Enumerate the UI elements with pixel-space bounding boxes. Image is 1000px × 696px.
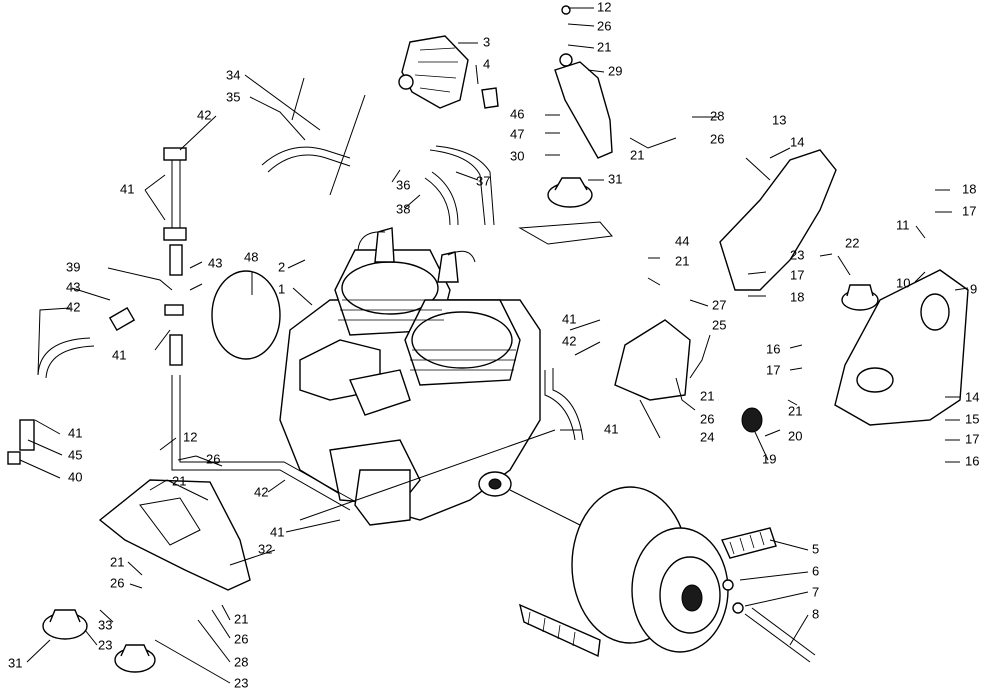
engine-assembly [279, 227, 541, 526]
part-3-bracket [398, 35, 499, 109]
part-24-bracket [614, 319, 691, 401]
callout-41-left-mid: 41 [112, 347, 126, 362]
callout-12-lower: 12 [183, 429, 197, 444]
callout-29: 29 [608, 63, 622, 78]
callout-21-upper: 21 [630, 147, 644, 162]
part-9-chaincase-bracket [834, 269, 969, 426]
callout-35: 35 [226, 89, 240, 104]
callout-21-right: 21 [788, 403, 802, 418]
callout-36: 36 [396, 177, 410, 192]
part-48-disc [211, 270, 281, 360]
part-29-bracket [554, 61, 613, 159]
callout-17-right-upper: 17 [962, 203, 976, 218]
callout-37: 37 [476, 173, 490, 188]
callout-43-left: 43 [66, 279, 80, 294]
callout-26-top: 26 [597, 18, 611, 33]
callout-19: 19 [762, 451, 776, 466]
callout-42-mid: 42 [562, 333, 576, 348]
callout-42-lower: 42 [254, 484, 268, 499]
callout-23-bottom-left: 23 [98, 637, 112, 652]
part-22-mount [841, 284, 879, 311]
callout-21-lower: 21 [172, 473, 186, 488]
callout-18-right: 18 [962, 181, 976, 196]
callout-32: 32 [258, 541, 272, 556]
callout-labels: 12 26 21 29 3 4 34 35 42 41 46 47 30 28 … [8, 0, 979, 690]
callout-41-upper: 41 [120, 181, 134, 196]
callout-6: 6 [812, 563, 819, 578]
callout-30: 30 [510, 148, 524, 163]
callout-2: 2 [278, 259, 285, 274]
callout-24: 24 [700, 429, 714, 444]
part-31-mount-lower [42, 609, 156, 673]
callout-13: 13 [772, 112, 786, 127]
callout-41-lower: 41 [270, 524, 284, 539]
callout-41-left: 41 [68, 425, 82, 440]
callout-47: 47 [510, 126, 524, 141]
callout-17-right-lower: 17 [965, 431, 979, 446]
hose-lines [37, 145, 584, 511]
callout-26-bottom: 26 [234, 631, 248, 646]
callout-48: 48 [244, 249, 258, 264]
small-hardware [7, 5, 816, 663]
callout-21-bottom-left: 21 [110, 554, 124, 569]
callout-23-mid: 23 [790, 247, 804, 262]
callout-39: 39 [66, 259, 80, 274]
callout-8: 8 [812, 606, 819, 621]
callout-18-mid: 18 [790, 289, 804, 304]
callout-21-mid: 21 [675, 253, 689, 268]
leader-lines [19, 7, 969, 684]
callout-42-left: 42 [66, 299, 80, 314]
callout-14-lower: 14 [965, 389, 979, 404]
callout-12-top: 12 [597, 0, 611, 14]
callout-16-right: 16 [965, 453, 979, 468]
callout-26-bottom-left: 26 [110, 575, 124, 590]
callout-3: 3 [483, 34, 490, 49]
callout-27: 27 [712, 297, 726, 312]
callout-40: 40 [68, 469, 82, 484]
part-32-mount-plate [98, 479, 251, 591]
callout-26-lower: 26 [206, 451, 220, 466]
callout-26-upper: 26 [710, 131, 724, 146]
callout-44: 44 [675, 233, 689, 248]
callout-31-upper: 31 [608, 171, 622, 186]
part-19-knob [741, 407, 763, 433]
callout-45: 45 [68, 447, 82, 462]
callout-33: 33 [98, 617, 112, 632]
callout-38: 38 [396, 201, 410, 216]
callout-26-front: 26 [700, 411, 714, 426]
callout-1: 1 [278, 281, 285, 296]
callout-21-front: 21 [700, 388, 714, 403]
callout-31-lower: 31 [8, 655, 22, 670]
callout-41-lower-mid: 41 [604, 421, 618, 436]
callout-7: 7 [812, 584, 819, 599]
part-31-mount-upper [518, 177, 613, 245]
callout-17-mid-low: 17 [766, 362, 780, 377]
callout-17-mid: 17 [790, 267, 804, 282]
callout-22: 22 [845, 235, 859, 250]
callout-25: 25 [712, 317, 726, 332]
callout-28-top: 28 [710, 108, 724, 123]
callout-21-top: 21 [597, 39, 611, 54]
callout-10: 10 [896, 275, 910, 290]
part-13-heat-shield [719, 149, 837, 291]
callout-15: 15 [965, 411, 979, 426]
callout-28-bottom: 28 [234, 654, 248, 669]
callout-14-upper: 14 [790, 134, 804, 149]
callout-4: 4 [483, 56, 490, 71]
callout-23-bottom: 23 [234, 675, 248, 690]
callout-9: 9 [970, 281, 977, 296]
callout-42-upper: 42 [197, 107, 211, 122]
callout-34: 34 [226, 67, 240, 82]
clutch-assembly [518, 486, 777, 658]
callout-21-bottom: 21 [234, 611, 248, 626]
callout-41-mid: 41 [562, 311, 576, 326]
callout-46: 46 [510, 106, 524, 121]
callout-11: 11 [896, 217, 910, 232]
callout-43-right: 43 [208, 255, 222, 270]
callout-20: 20 [788, 428, 802, 443]
callout-5: 5 [812, 541, 819, 556]
callout-16-mid: 16 [766, 341, 780, 356]
